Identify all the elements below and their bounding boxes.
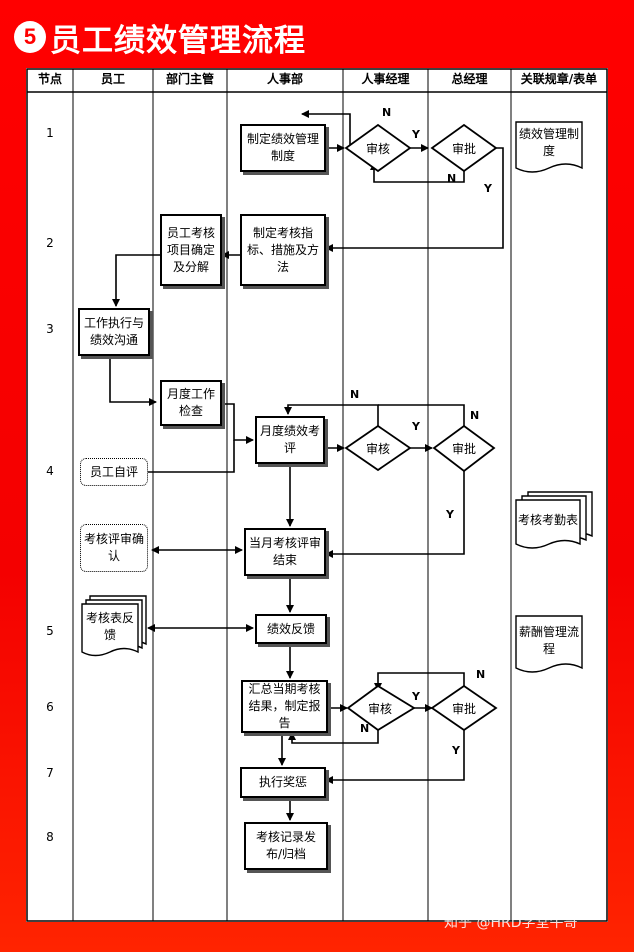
process-box-b3: 工作执行与绩效沟通 (78, 308, 150, 356)
node-number: 7 (46, 766, 54, 780)
col-header-related-forms: 关联规章/表单 (520, 72, 598, 86)
node-number: 6 (46, 700, 54, 714)
branch-label-n: N (447, 172, 457, 185)
decision-diamond-4a (344, 424, 412, 472)
watermark: 知乎 @HRD学堂牛哥 (444, 915, 578, 931)
doc-label-1: 绩效管理制度 (518, 127, 579, 158)
branch-label-n: N (360, 722, 370, 735)
branch-label-y: Y (412, 128, 420, 141)
doc-label-5: 薪酬管理流程 (518, 625, 579, 656)
decision-label-1b: 审批 (451, 142, 476, 156)
decision-diamond-1a (344, 123, 412, 173)
branch-label-n: N (382, 106, 392, 119)
col-header-hr-dept: 人事部 (266, 72, 303, 86)
decision-label-1a: 审核 (365, 142, 390, 156)
decision-label-4a: 审核 (365, 442, 390, 456)
employee-self-eval: 员工自评 (80, 458, 148, 486)
decision-diamond-1b (430, 123, 498, 173)
employee-confirm: 考核评审确认 (80, 524, 148, 572)
doc-label-4: 考核考勤表 (517, 513, 578, 527)
node-number: 5 (46, 624, 54, 638)
process-box-b8: 考核记录发布/归档 (244, 822, 328, 870)
branch-label-y: Y (412, 420, 420, 433)
branch-label-y: Y (484, 182, 492, 195)
col-header-hr-manager: 人事经理 (361, 72, 410, 86)
decision-label-6a: 审核 (367, 702, 392, 716)
title-bar: 5 员工绩效管理流程 (14, 14, 306, 60)
node-number: 8 (46, 830, 54, 844)
process-box-b3b: 月度工作检查 (160, 380, 222, 426)
branch-label-y: Y (452, 744, 460, 757)
decision-diamond-6a (346, 684, 416, 732)
page-title: 员工绩效管理流程 (50, 22, 306, 59)
node-number: 3 (46, 322, 54, 336)
col-header-employee: 员工 (100, 72, 125, 86)
doc-shape-4 (515, 499, 581, 549)
branch-label-y: Y (412, 690, 420, 703)
employee-feedback-doc-label: 考核表反馈 (85, 611, 134, 642)
decision-diamond-4b (432, 424, 496, 473)
decision-label-6b: 审批 (451, 702, 476, 716)
col-header-node: 节点 (37, 72, 62, 86)
doc-shape-feedback (81, 603, 139, 657)
node-number: 1 (46, 126, 54, 140)
process-box-b2b: 员工考核项目确定及分解 (160, 214, 222, 286)
col-header-dept-manager: 部门主管 (165, 72, 214, 86)
title-number-badge: 5 (14, 21, 46, 53)
node-number: 2 (46, 236, 54, 250)
process-box-b4b: 当月考核评审结束 (244, 528, 326, 576)
flowchart-panel: 节点 员工 部门主管 人事部 人事经理 总经理 关联规章/表单 1 2 3 4 … (26, 68, 608, 922)
doc-shape-1 (515, 121, 583, 173)
process-box-b7: 执行奖惩 (240, 767, 326, 798)
branch-label-y: Y (446, 508, 454, 521)
process-box-b5: 绩效反馈 (255, 614, 327, 644)
branch-label-n: N (476, 668, 486, 681)
flowchart-lines (26, 68, 608, 922)
col-header-general-manager: 总经理 (451, 72, 488, 86)
process-box-b6: 汇总当期考核结果，制定报告 (241, 680, 328, 733)
process-box-b2a: 制定考核指标、措施及方法 (240, 214, 326, 286)
process-box-b1: 制定绩效管理制度 (240, 124, 326, 172)
decision-label-4b: 审批 (451, 442, 476, 456)
doc-shape-5 (515, 615, 583, 673)
process-box-b4: 月度绩效考评 (255, 416, 325, 464)
branch-label-n: N (470, 409, 480, 422)
node-number: 4 (46, 464, 54, 478)
branch-label-n: N (350, 388, 360, 401)
decision-diamond-6b (430, 684, 498, 732)
